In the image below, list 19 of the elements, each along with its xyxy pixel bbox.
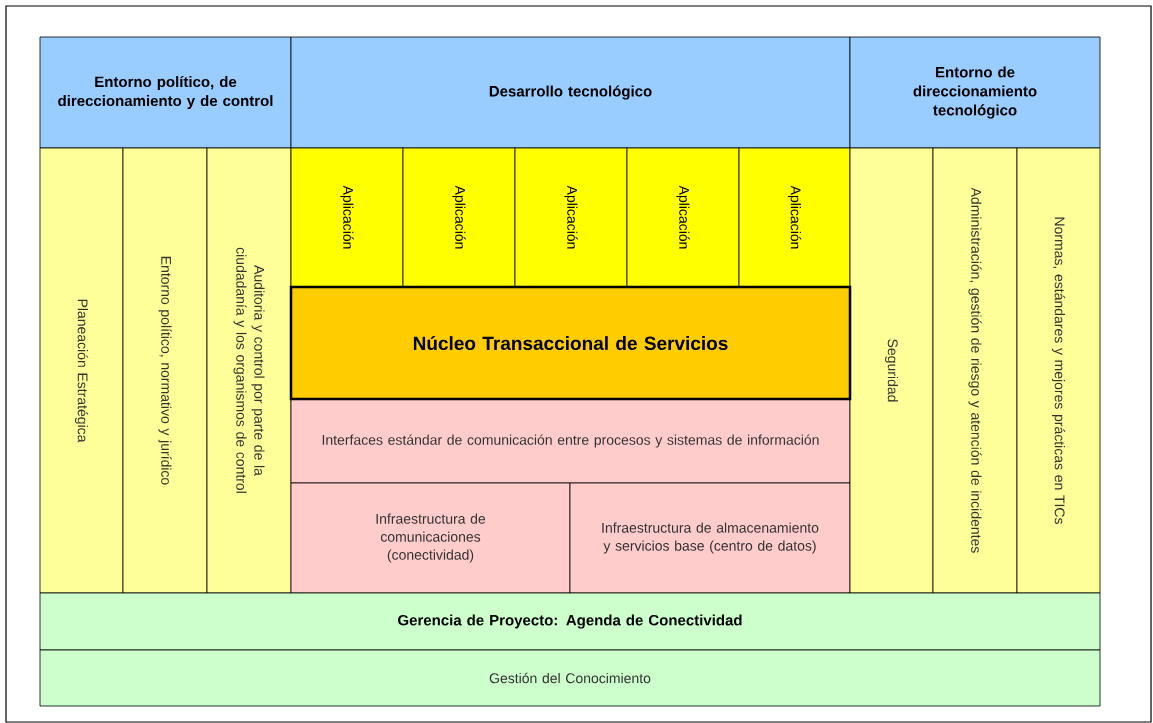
core-box: Núcleo Transaccional de Servicios	[289, 285, 852, 401]
header-box: Entorno político, de direccionamiento y de control	[39, 36, 292, 149]
column-box: Planeación Estratégica	[39, 147, 124, 594]
band-box: Gerencia de Proyecto: Agenda de Conectividad	[39, 592, 1101, 651]
application-box: Aplicación	[514, 147, 628, 288]
column-box: Entorno político, normativo y jurídico	[122, 147, 208, 594]
layer-box: Infraestructura de comunicaciones (conectividad)	[290, 482, 571, 594]
header-box: Entorno de direccionamiento tecnológico	[849, 36, 1101, 149]
application-box: Aplicación	[738, 147, 851, 288]
column-box: Auditoria y control por parte de la ciudadanía y los organismos de control	[206, 147, 292, 594]
column-box: Normas, estándares y mejores prácticas en TICs	[1016, 147, 1101, 594]
layer-box: Interfaces estándar de comunicación entre procesos y sistemas de información	[290, 398, 851, 484]
application-box: Aplicación	[290, 147, 404, 288]
column-box: Administración, gestión de riesgo y atención de incidentes	[932, 147, 1018, 594]
application-box: Aplicación	[626, 147, 740, 288]
band-box: Gestión del Conocimiento	[39, 649, 1101, 707]
application-box: Aplicación	[402, 147, 516, 288]
column-box: Seguridad	[849, 147, 934, 594]
layer-box: Infraestructura de almacenamiento y servicios base (centro de datos)	[569, 482, 851, 594]
